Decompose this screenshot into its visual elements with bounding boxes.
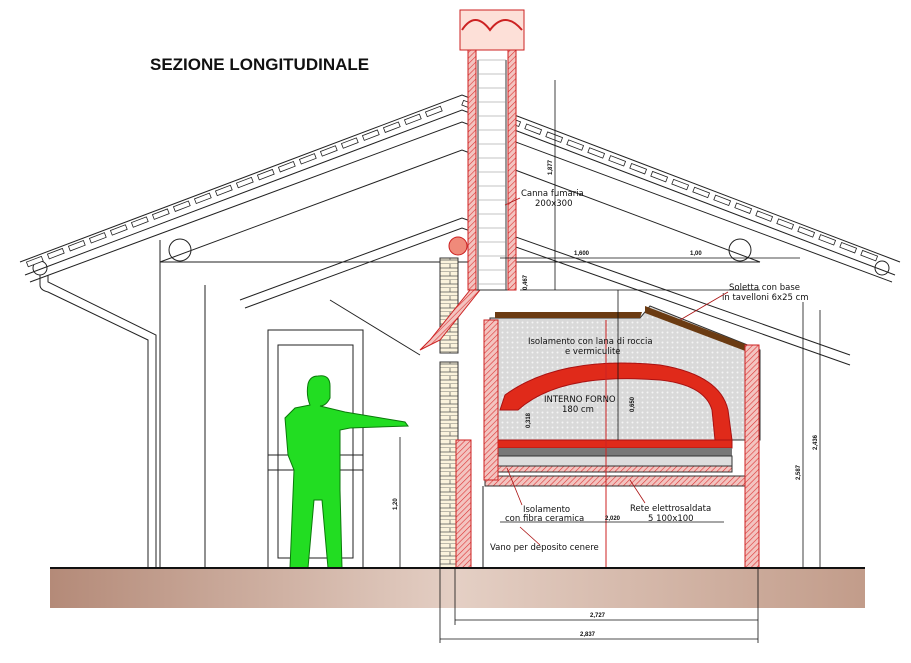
dim-2727: 2,727 [590,613,606,619]
brick-pillar-upper [439,257,459,354]
roof-tile [382,121,401,133]
person-silhouette [284,375,409,569]
oven [482,305,761,569]
roof-tile [88,232,107,244]
roof-tile [214,184,233,197]
label-vermiculite: e vermiculite [565,347,621,357]
dim-2436: 2,436 [813,434,819,450]
roof-tile [340,137,359,149]
roof-tile [692,186,711,199]
label-interno-forno: INTERNO FORNO [544,395,616,405]
brick-pillar-lower [439,361,459,569]
dim-0318: 0,318 [526,412,532,428]
roof-tile [671,178,690,191]
roof-tile [860,249,879,262]
roof-tile [256,168,275,181]
roof-tile [130,216,149,228]
roof-tile [172,200,191,212]
roof-tile [298,153,317,165]
roof-tile [361,129,380,141]
label-vano-cenere: Vano per deposito cenere [490,543,599,553]
roof-tile [319,145,338,157]
dim-1600: 1,600 [574,251,590,257]
roof-tile [734,202,753,214]
roof-tile [713,194,732,207]
roof-tile [587,147,606,159]
label-isolamento-fibra: Isolamento [523,505,570,515]
roof-tile [109,224,128,236]
roof-tile [277,161,296,173]
dim-2587: 2,587 [796,464,802,480]
dim-0467: 0,467 [523,274,529,290]
roof-tile [193,192,212,205]
roof-tile [235,176,254,189]
label-isolamento-roccia: Isolamento con lana di roccia [528,337,653,347]
label-fibra-ceramica: con fibra ceramica [505,514,584,524]
label-canna-size: 200x300 [535,199,572,209]
roof [19,94,901,568]
roof-tile [524,123,543,135]
dim-2837: 2,837 [580,632,596,638]
dim-100: 1,00 [690,251,702,257]
dim-120: 1,20 [393,498,399,510]
roof-tile [46,247,65,260]
roof-tile [545,131,564,143]
roof-tile [797,226,816,238]
roof-tile [67,240,86,252]
chimney [448,9,525,291]
dim-0650: 0,650 [630,396,636,412]
roof-tile [818,234,837,246]
roof-tile [608,155,627,167]
label-oven-size: 180 cm [562,405,594,415]
roof-tile [776,218,795,230]
roof-tile [839,242,858,254]
label-rete: Rete elettrosaldata [630,504,711,514]
label-rete-size: 5 100x100 [648,514,694,524]
front-wall [455,439,472,569]
label-tavelloni: in tavelloni 6x25 cm [722,293,809,303]
label-soletta: Soletta con base [729,283,800,293]
roof-tile [25,255,44,268]
roof-tile [629,163,648,175]
roof-tile [566,139,585,151]
roof-tile [403,113,422,126]
roof-tile [650,170,669,183]
roof-tile [151,208,170,220]
drawing-title: SEZIONE LONGITUDINALE [150,55,369,74]
dim-2020: 2,020 [605,516,621,522]
label-canna-fumaria: Canna fumaria [521,189,584,199]
roof-tile [424,105,443,118]
ground-slab [50,568,865,608]
dimension-lines [399,80,821,643]
dim-1877: 1,877 [548,159,554,175]
roof-tile [755,210,774,222]
leader-lines [504,197,729,546]
